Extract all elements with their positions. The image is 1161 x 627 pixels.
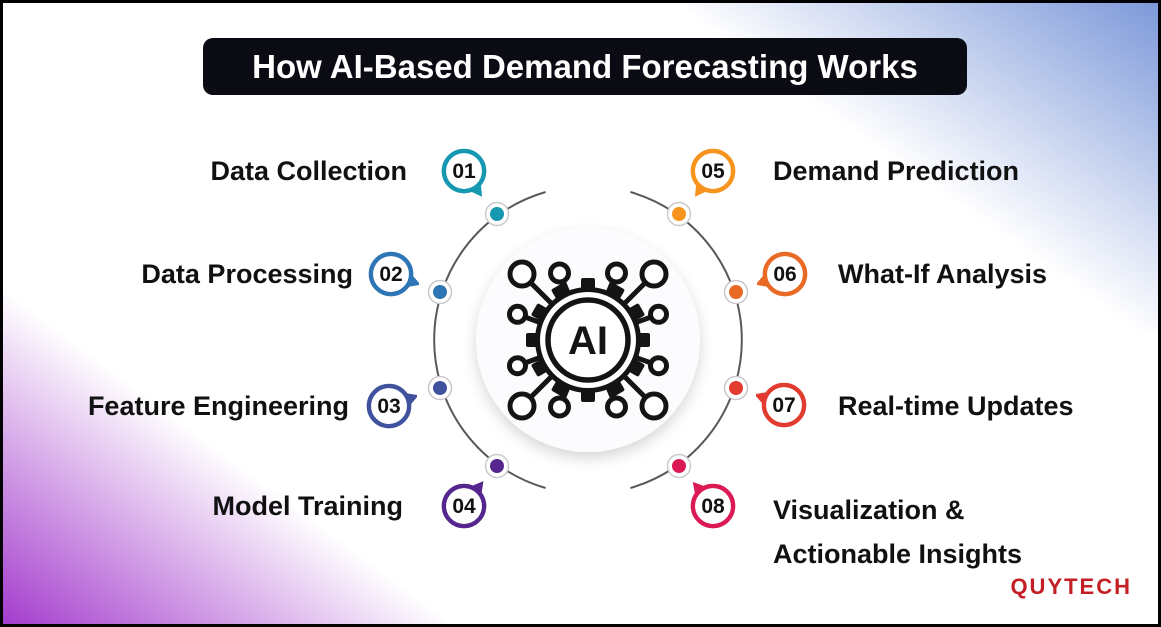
- step-badge-07: 07: [756, 382, 807, 428]
- corner-gradient-bottom-left: [3, 274, 473, 624]
- step-number: 03: [377, 395, 400, 418]
- step-number: 02: [379, 263, 402, 286]
- step-dot-06: [723, 279, 749, 305]
- step-number: 04: [452, 495, 476, 518]
- step-badge-03: 03: [366, 383, 417, 429]
- brand-logo: QUYTECH: [1010, 574, 1132, 599]
- step-dots: [427, 201, 749, 479]
- step-label-real-time-updates: Real-time Updates: [838, 391, 1074, 421]
- step-label-data-processing: Data Processing: [141, 259, 353, 289]
- step-number: 01: [452, 160, 476, 183]
- step-number: 07: [772, 394, 795, 417]
- step-badge-04: 04: [441, 481, 487, 529]
- step-label-model-training: Model Training: [212, 491, 403, 521]
- step-number: 08: [701, 495, 725, 518]
- step-number: 05: [701, 160, 725, 183]
- step-label-line1: Visualization &: [773, 495, 965, 525]
- step-label-demand-prediction: Demand Prediction: [773, 156, 1020, 186]
- step-badge-08: 08: [690, 481, 736, 529]
- step-label-feature-engineering: Feature Engineering: [87, 391, 349, 421]
- step-dot-01: [484, 201, 510, 227]
- step-label-what-if-analysis: What-If Analysis: [838, 259, 1048, 289]
- step-label-visualization-insights: Visualization & Actionable Insights: [773, 488, 1022, 576]
- step-badge-02: 02: [368, 251, 419, 297]
- step-label-line2: Actionable Insights: [773, 539, 1023, 569]
- step-dot-02: [427, 279, 453, 305]
- step-badge-05: 05: [690, 148, 736, 197]
- page-title: How AI-Based Demand Forecasting Works: [203, 38, 967, 95]
- step-label-data-collection: Data Collection: [210, 156, 407, 186]
- step-badge-01: 01: [441, 148, 487, 197]
- step-dot-03: [427, 375, 453, 401]
- cycle-diagram: AI: [427, 191, 749, 489]
- step-dot-04: [484, 453, 510, 479]
- step-number: 06: [773, 263, 796, 286]
- step-dot-05: [666, 201, 692, 227]
- gear-icon: AI: [526, 278, 650, 402]
- step-dot-07: [723, 375, 749, 401]
- chip-spokes: [507, 259, 669, 421]
- step-badge-06: 06: [757, 251, 808, 297]
- step-dot-08: [666, 453, 692, 479]
- ai-label: AI: [568, 319, 608, 363]
- ai-chip-icon: AI: [507, 259, 669, 421]
